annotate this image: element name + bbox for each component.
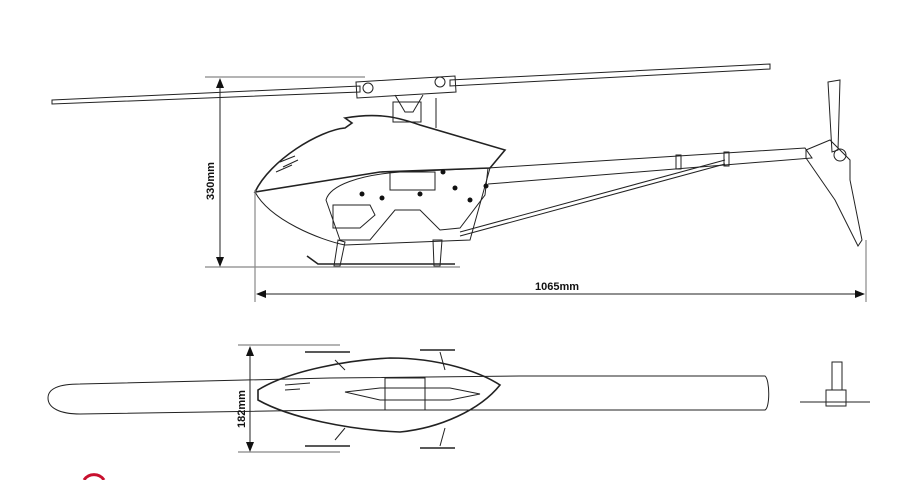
top-view-canopy <box>257 357 502 433</box>
top-view-blades-boom <box>47 375 770 415</box>
main-rotor-blade-left <box>51 85 361 105</box>
main-rotor-blade-right <box>449 63 771 87</box>
width-label: 182mm <box>236 390 248 428</box>
side-view <box>51 63 863 267</box>
height-label: 330mm <box>205 162 217 200</box>
tail-boom <box>487 147 813 185</box>
frame <box>325 167 489 241</box>
top-view <box>47 349 870 449</box>
tail-rotor-hub-top <box>825 389 847 407</box>
logo-arc <box>82 473 106 480</box>
tail-fin <box>805 139 863 247</box>
canopy <box>253 114 507 194</box>
rotor-head <box>355 75 457 99</box>
tail-rotor-blade <box>827 79 841 153</box>
landing-skid <box>306 255 455 265</box>
length-label: 1065mm <box>535 281 579 293</box>
